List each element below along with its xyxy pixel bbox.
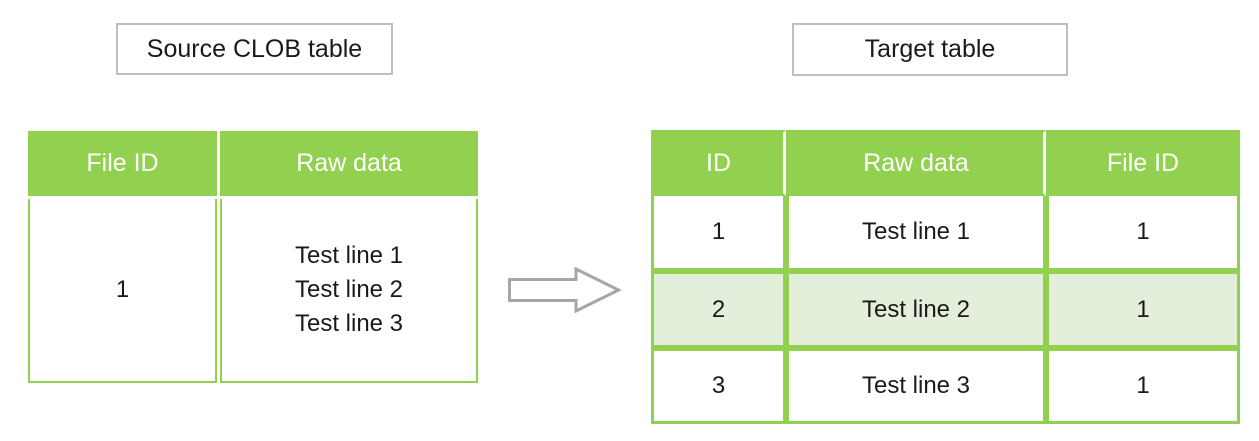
source-table-label-text: Source CLOB table	[146, 34, 363, 63]
target-header-row: ID Raw data File ID	[651, 130, 1240, 196]
source-cell-file-id: 1	[28, 199, 217, 383]
target-cell-file-id: 1	[1046, 271, 1240, 348]
source-table-row: 1 Test line 1 Test line 2 Test line 3	[28, 199, 478, 383]
source-header-file-id: File ID	[28, 131, 217, 196]
target-table-label-text: Target table	[864, 35, 996, 63]
target-cell-id: 3	[651, 348, 786, 424]
target-table-row: 3 Test line 3 1	[651, 348, 1240, 424]
target-cell-id: 2	[651, 271, 786, 348]
target-cell-raw-data: Test line 3	[786, 348, 1046, 424]
raw-data-lines: Test line 1 Test line 2 Test line 3	[222, 239, 476, 341]
target-cell-id: 1	[651, 196, 786, 271]
target-header-id: ID	[651, 130, 786, 196]
target-cell-file-id: 1	[1046, 348, 1240, 424]
target-header-raw-data: Raw data	[786, 130, 1046, 196]
source-table-label: Source CLOB table	[116, 23, 393, 75]
source-cell-raw-data: Test line 1 Test line 2 Test line 3	[220, 199, 478, 383]
target-cell-raw-data: Test line 1	[786, 196, 1046, 271]
raw-data-line-2: Test line 2	[294, 276, 404, 303]
target-table-row: 2 Test line 2 1	[651, 271, 1240, 348]
raw-data-line-3: Test line 3	[294, 310, 404, 337]
target-table-row: 1 Test line 1 1	[651, 196, 1240, 271]
target-table-label: Target table	[792, 23, 1068, 76]
source-clob-table: File ID Raw data 1 Test line 1 Test line…	[25, 128, 481, 386]
target-header-file-id: File ID	[1046, 130, 1240, 196]
source-header-row: File ID Raw data	[28, 131, 478, 196]
target-cell-file-id: 1	[1046, 196, 1240, 271]
raw-data-line-1: Test line 1	[294, 242, 404, 269]
target-table: ID Raw data File ID 1 Test line 1 1 2 Te…	[651, 130, 1240, 424]
right-arrow-icon	[508, 267, 621, 313]
target-cell-raw-data: Test line 2	[786, 271, 1046, 348]
source-header-raw-data: Raw data	[220, 131, 478, 196]
